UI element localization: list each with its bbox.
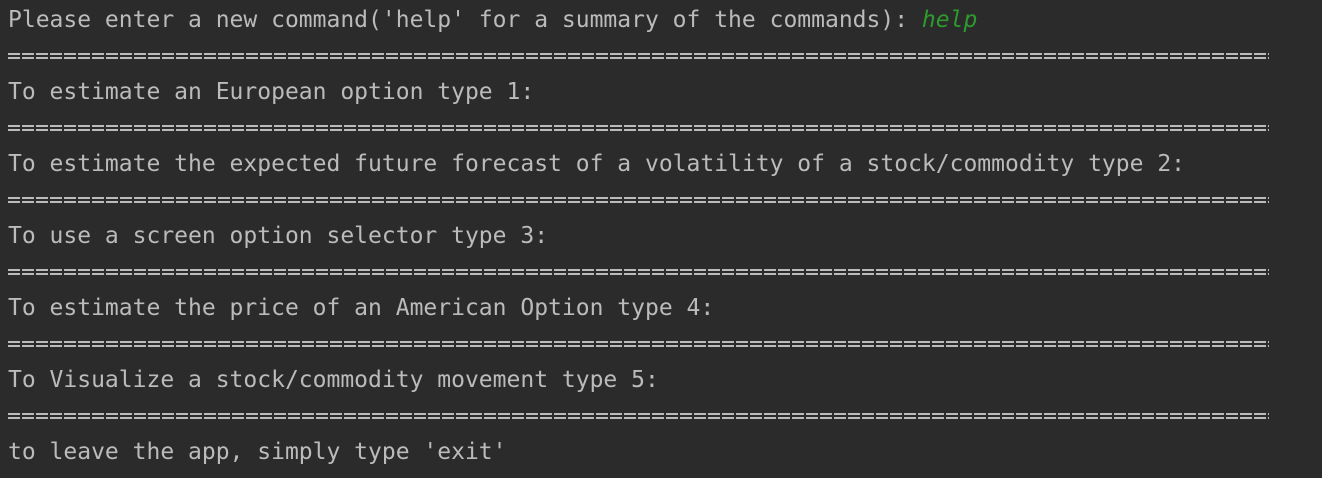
help-line-3: To use a screen option selector type 3:	[8, 223, 549, 249]
help-line-4: To estimate the price of an American Opt…	[8, 295, 715, 321]
separator-line	[8, 326, 1269, 362]
help-line-1: To estimate an European option type 1:	[8, 79, 535, 105]
separator-line	[8, 110, 1269, 146]
help-line-5: To Visualize a stock/commodity movement …	[8, 367, 659, 393]
user-input-text: help	[921, 7, 978, 33]
separator-line	[8, 398, 1269, 434]
exit-hint-line: to leave the app, simply type 'exit'	[8, 439, 507, 465]
help-line-2: To estimate the expected future forecast…	[8, 151, 1186, 177]
separator-line	[8, 182, 1269, 218]
separator-line	[8, 38, 1269, 74]
console-output: Please enter a new command('help' for a …	[8, 0, 1308, 470]
command-prompt-line: Please enter a new command('help' for a …	[8, 2, 1308, 38]
prompt-text: Please enter a new command('help' for a …	[8, 7, 922, 33]
separator-line	[8, 254, 1269, 290]
